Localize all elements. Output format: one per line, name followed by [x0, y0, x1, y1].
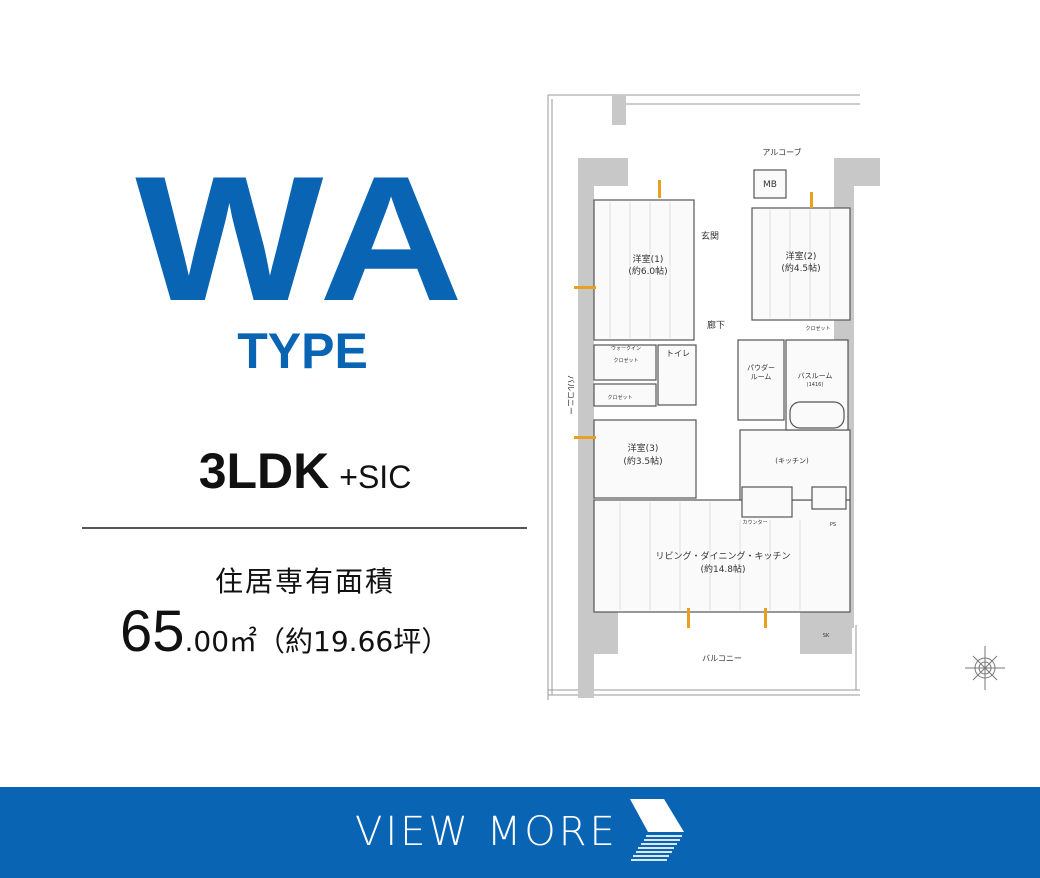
room-western1: 洋室(1): [633, 253, 664, 265]
rooms: [593, 169, 851, 613]
type-label: TYPE: [237, 323, 368, 379]
layout-sub: +SIC: [339, 459, 412, 495]
layout-main: 3LDK: [198, 443, 330, 499]
balcony-left: バルコニー: [566, 375, 575, 415]
kitchen-counter: カウンター: [742, 519, 767, 526]
room-western1-size: (約6.0帖): [628, 265, 667, 277]
ventilation-arrows: [574, 180, 813, 628]
room-entrance: 玄関: [701, 230, 719, 242]
area-value: 65.00㎡（約19.66坪）: [120, 603, 520, 661]
balcony-railing: [547, 94, 860, 700]
room-western2-size: (約4.5帖): [781, 262, 820, 274]
room-walkin-1: ウォークイン: [611, 345, 641, 352]
divider: [82, 527, 527, 529]
type-name: WA: [135, 139, 470, 338]
room-kitchen: (キッチン): [775, 457, 809, 465]
area-label: 住居専有面積: [214, 565, 395, 598]
room-ldk: リビング・ダイニング・キッチン: [655, 550, 790, 562]
room-closet-2: クロゼット: [805, 325, 830, 332]
balcony-bottom: バルコニー: [702, 654, 742, 663]
area-value-int: 65: [120, 599, 185, 664]
room-walkin-2: クロゼット: [613, 357, 638, 364]
view-more-button[interactable]: VIEW MORE: [0, 787, 1040, 878]
room-ldk-size: (約14.8帖): [700, 563, 745, 575]
flooring: [609, 202, 831, 610]
floor-plan: 洋室(1) (約6.0帖) 洋室(2) (約4.5帖) 洋室(3) (約3.5帖…: [547, 94, 1005, 700]
room-hallway: 廊下: [707, 319, 725, 331]
room-mb: MB: [763, 180, 777, 190]
sk-label: SK: [823, 633, 830, 639]
room-alcove: アルコーブ: [762, 147, 801, 157]
chevron-right-icon: [630, 799, 684, 861]
view-more-label: VIEW MORE: [355, 809, 618, 855]
room-closet-3: クロゼット: [607, 394, 632, 401]
room-western3-size: (約3.5帖): [623, 455, 662, 467]
room-powder-2: ルーム: [751, 373, 772, 381]
room-powder-1: パウダー: [747, 363, 775, 372]
compass-icon: [965, 646, 1005, 690]
room-toilet: トイレ: [666, 349, 690, 358]
layout-info: 3LDK+SIC: [140, 446, 470, 496]
area-value-rest: .00㎡（約19.66坪）: [184, 625, 450, 658]
ps-label: PS: [830, 522, 836, 528]
room-western2: 洋室(2): [786, 250, 817, 262]
room-western3: 洋室(3): [628, 442, 659, 454]
room-bath: バスルーム: [798, 372, 833, 380]
room-bath-size: (1416): [807, 382, 824, 388]
